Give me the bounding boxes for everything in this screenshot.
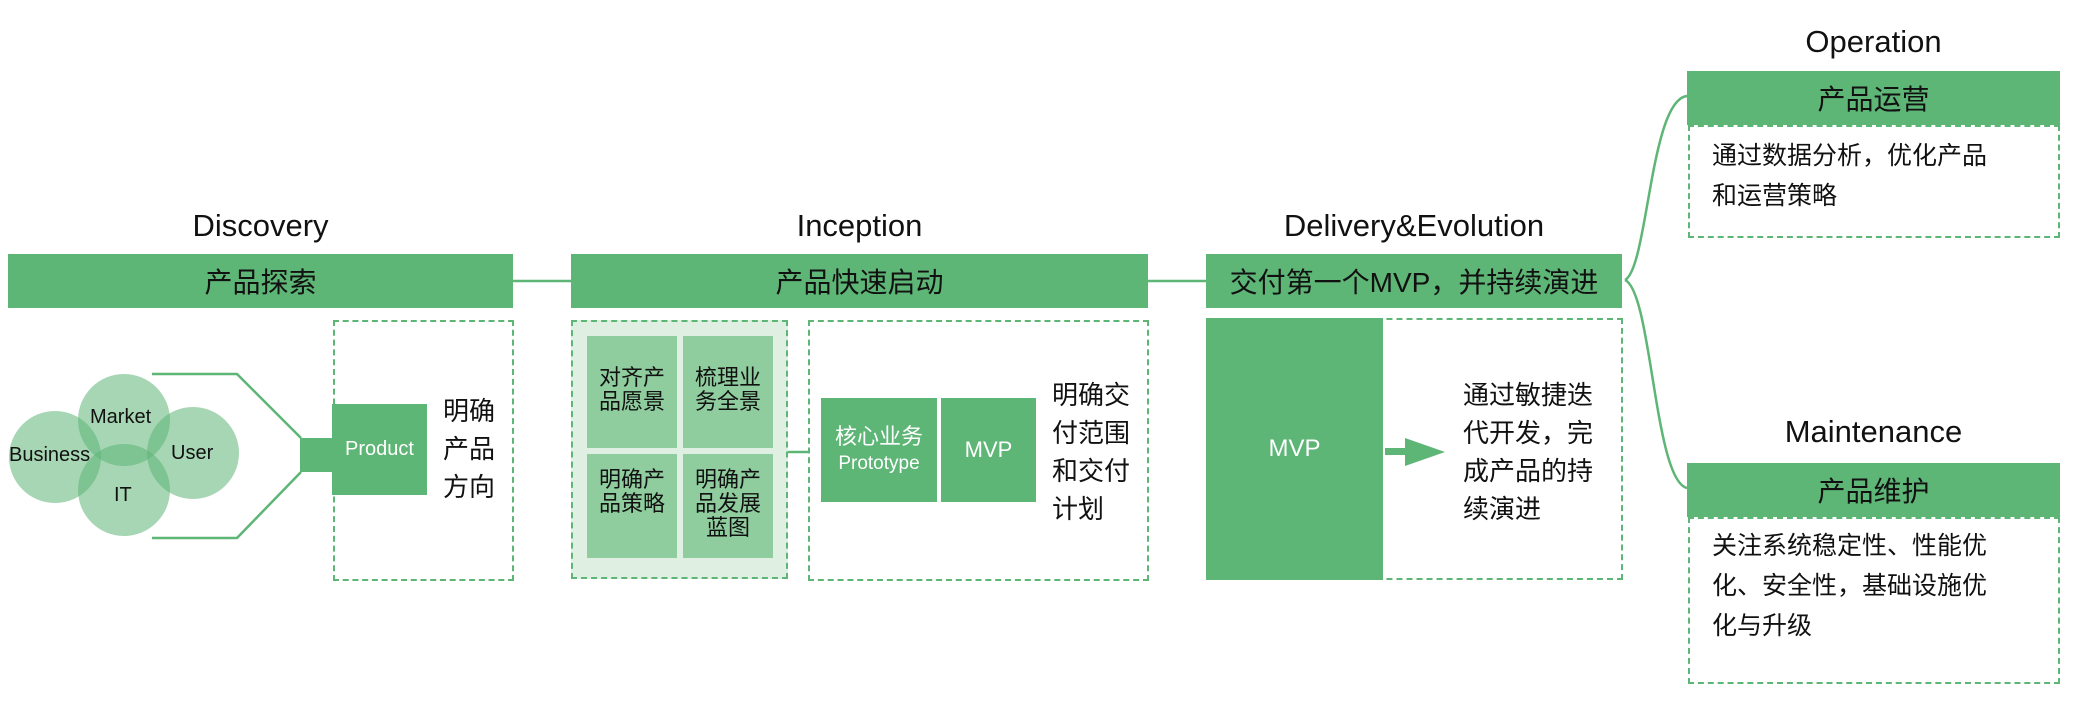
- outcome-line: 明确交: [1052, 380, 1131, 410]
- discovery-outcome-text: 明确 产品 方向: [443, 392, 495, 506]
- delivery-outcome-text: 通过敏捷迭 代开发，完 成产品的持 续演进: [1463, 376, 1593, 528]
- circle-business: [9, 411, 101, 503]
- description-line: 化与升级: [1712, 612, 1813, 640]
- funnel-bracket-bottom: [152, 471, 302, 540]
- discovery-header: 产品探索: [8, 254, 513, 308]
- mvp-label: MVP: [1268, 435, 1321, 462]
- cell-line: 明确产: [598, 467, 665, 492]
- operation-header: 产品运营: [1687, 71, 2060, 125]
- outcome-line: 代开发，完: [1463, 418, 1594, 448]
- cell-line: 蓝图: [705, 515, 750, 540]
- maintenance-description-box: [1688, 517, 2060, 684]
- inception-title: Inception: [796, 208, 923, 243]
- outcome-line: 续演进: [1463, 494, 1542, 524]
- maintenance-description: 关注系统稳定性、性能优 化、安全性，基础设施优 化与升级: [1712, 526, 1987, 646]
- right-arrow-icon: [1385, 438, 1445, 466]
- branch-curve-operation: [1624, 94, 1688, 282]
- outcome-line: 计划: [1052, 494, 1105, 524]
- description-line: 和运营策略: [1712, 182, 1838, 210]
- outcome-line: 通过敏捷迭: [1463, 380, 1594, 410]
- circle-it: [78, 444, 170, 536]
- prototype-line2: Prototype: [838, 453, 920, 474]
- circle-user: [147, 407, 239, 499]
- inception-header: 产品快速启动: [571, 254, 1148, 308]
- outcome-line: 方向: [443, 472, 496, 502]
- delivery-mvp-block: MVP: [1206, 318, 1383, 580]
- funnel-bracket-top: [152, 372, 302, 439]
- circle-label-it: IT: [114, 484, 132, 506]
- circle-market: [78, 374, 170, 466]
- inception-outcome-text: 明确交 付范围 和交付 计划: [1052, 376, 1130, 528]
- outcome-line: 产品: [443, 434, 496, 464]
- discovery-title: Discovery: [192, 208, 329, 243]
- activity-cell: 梳理业务全景: [683, 336, 773, 448]
- description-line: 通过数据分析，优化产品: [1712, 142, 1988, 170]
- mvp-label: MVP: [964, 437, 1013, 462]
- outcome-line: 付范围: [1052, 418, 1131, 448]
- prototype-block: 核心业务 Prototype: [821, 398, 937, 502]
- prototype-line1: 核心业务: [834, 424, 923, 449]
- cell-line: 品发展: [694, 491, 761, 516]
- description-line: 关注系统稳定性、性能优: [1712, 532, 1988, 560]
- outcome-line: 明确: [443, 396, 496, 426]
- inception-outcome-box: [808, 320, 1149, 581]
- operation-title: Operation: [1805, 24, 1942, 59]
- product-block: Product: [332, 404, 427, 495]
- cell-line: 明确产: [694, 467, 761, 492]
- cell-line: 务全景: [694, 389, 761, 414]
- operation-description: 通过数据分析，优化产品 和运营策略: [1712, 136, 1987, 216]
- cell-line: 品策略: [598, 491, 665, 516]
- delivery-title: Delivery&Evolution: [1283, 208, 1545, 243]
- cell-line: 对齐产: [598, 365, 665, 390]
- funnel-stem: [300, 438, 334, 472]
- maintenance-title: Maintenance: [1784, 414, 1963, 449]
- outcome-line: 成产品的持: [1463, 456, 1594, 486]
- activity-cell: 明确产品发展蓝图: [683, 454, 773, 558]
- outcome-line: 和交付: [1052, 456, 1131, 486]
- delivery-header: 交付第一个MVP，并持续演进: [1206, 254, 1622, 308]
- activity-cell: 对齐产品愿景: [587, 336, 677, 448]
- cell-line: 品愿景: [598, 389, 665, 414]
- description-line: 化、安全性，基础设施优: [1712, 572, 1988, 600]
- operation-description-box: [1688, 125, 2060, 238]
- circle-label-user: User: [171, 442, 214, 464]
- cell-line: 梳理业: [694, 365, 761, 390]
- product-label: Product: [345, 438, 414, 460]
- branch-curve-maintenance: [1624, 278, 1688, 490]
- inception-mvp-block: MVP: [941, 398, 1036, 502]
- activity-cell: 明确产品策略: [587, 454, 677, 558]
- circle-label-market: Market: [90, 406, 152, 428]
- circle-label-business: Business: [9, 444, 91, 466]
- maintenance-header: 产品维护: [1687, 463, 2060, 517]
